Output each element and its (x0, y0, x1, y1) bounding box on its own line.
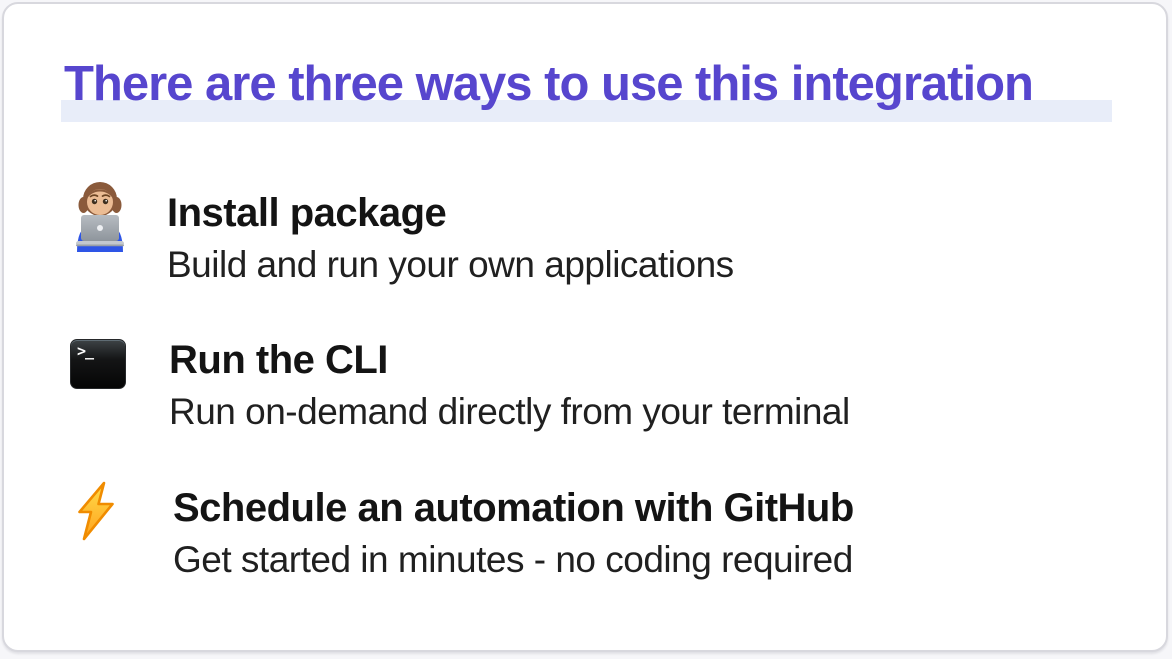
list-item-schedule-automation: Schedule an automation with GitHub Get s… (68, 481, 1136, 582)
item-title: Install package (167, 191, 447, 235)
terminal-app-icon: >_ (70, 339, 169, 390)
lightning-bolt-icon (74, 481, 173, 546)
item-subtitle: Run on-demand directly from your termina… (169, 391, 850, 433)
item-title: Schedule an automation with GitHub (173, 485, 854, 530)
technologist-emoji-icon (68, 178, 167, 257)
item-title: Run the CLI (169, 338, 388, 383)
terminal-prompt-glyph: >_ (77, 342, 94, 361)
integration-options-list: Install package Build and run your own a… (68, 182, 1136, 582)
item-text: Install package Build and run your own a… (167, 190, 734, 287)
item-text: Schedule an automation with GitHub Get s… (173, 485, 854, 582)
title-highlight-band (61, 100, 1112, 122)
list-item-run-cli: >_ Run the CLI Run on-demand directly fr… (68, 337, 1136, 434)
item-subtitle: Get started in minutes - no coding requi… (173, 538, 853, 580)
list-item-install-package: Install package Build and run your own a… (68, 182, 1136, 287)
slide-title: There are three ways to use this integra… (64, 57, 1034, 111)
item-text: Run the CLI Run on-demand directly from … (169, 337, 850, 434)
item-subtitle: Build and run your own applications (167, 244, 734, 285)
